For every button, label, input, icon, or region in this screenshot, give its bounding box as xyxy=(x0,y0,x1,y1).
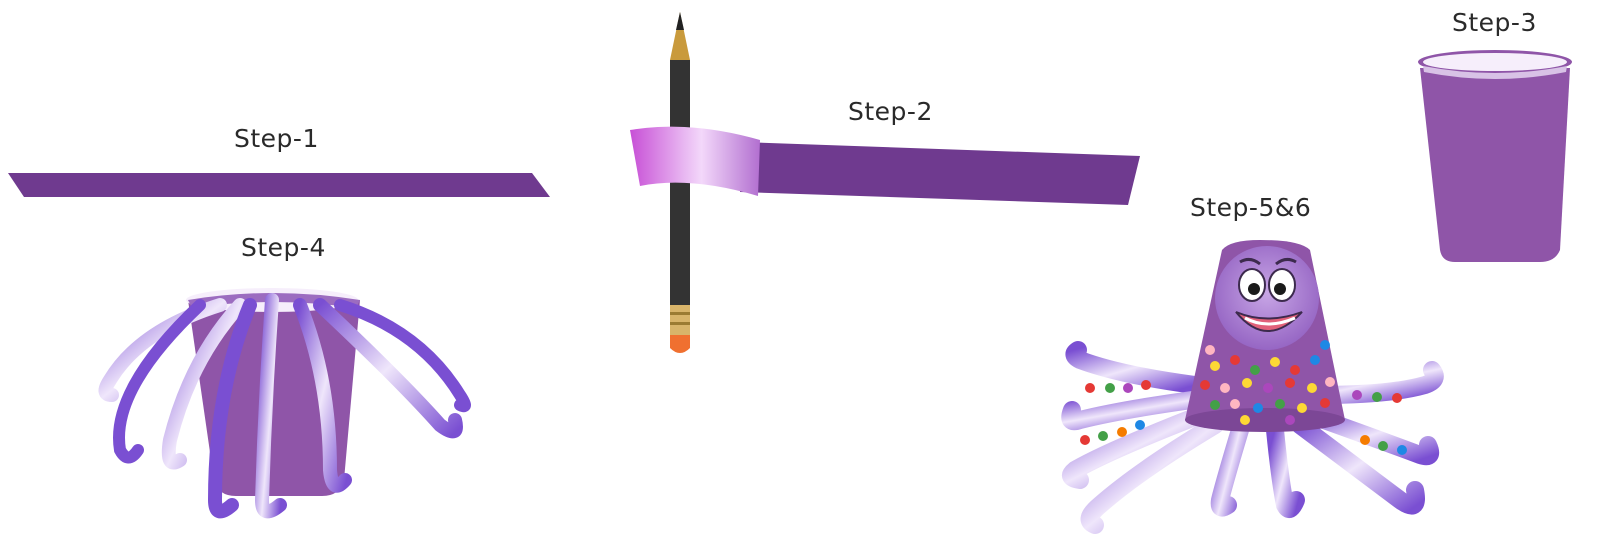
step3-label: Step-3 xyxy=(1452,8,1537,37)
step56-label: Step-5&6 xyxy=(1190,193,1311,222)
step3-cup xyxy=(1418,50,1572,262)
step1-strip xyxy=(8,173,550,197)
step56-octopus xyxy=(1070,240,1435,525)
step2-pencil-wrap xyxy=(630,12,1140,353)
step2-label: Step-2 xyxy=(848,97,933,126)
step1-label: Step-1 xyxy=(234,124,319,153)
step4-cup-ribbons xyxy=(105,288,465,511)
step4-label: Step-4 xyxy=(241,233,326,262)
